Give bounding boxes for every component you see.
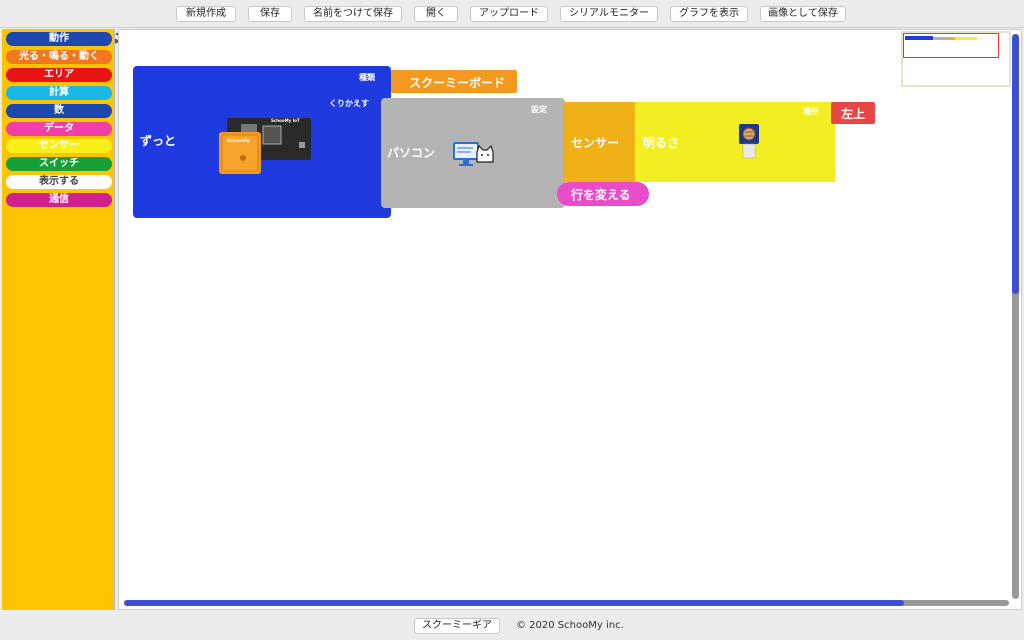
vertical-scrollbar-track[interactable] <box>1012 34 1019 599</box>
collapse-sidebar-icon[interactable]: ◀ <box>115 30 120 38</box>
new-button[interactable]: 新規作成 <box>176 6 236 22</box>
footer: スクーミーギア © 2020 SchooMy inc. <box>0 612 1024 640</box>
serial-monitor-button[interactable]: シリアルモニター <box>560 6 658 22</box>
minimap-pc-mark <box>933 37 947 40</box>
category-sensor[interactable]: センサー <box>6 139 112 153</box>
kind-label: 種類 <box>359 73 375 82</box>
open-button[interactable]: 開く <box>414 6 458 22</box>
category-display[interactable]: 表示する <box>6 175 112 189</box>
newline-block[interactable]: 行を変える <box>557 182 649 206</box>
sensor-label: センサー <box>571 136 620 150</box>
category-communication[interactable]: 通信 <box>6 193 112 207</box>
minimap-brightness-mark <box>955 37 977 40</box>
forever-label: ずっと <box>140 134 177 148</box>
forever-block[interactable]: ずっと 種類 くりかえす SchooMy IoT SchooMy <box>133 66 391 218</box>
schoomy-gear-button[interactable]: スクーミーギア <box>414 618 500 634</box>
repeat-label: くりかえす <box>329 99 369 108</box>
setting-label: 設定 <box>531 105 547 114</box>
pc-cat-icon <box>453 142 494 166</box>
workspace-minimap[interactable] <box>901 31 1011 87</box>
save-as-button[interactable]: 名前をつけて保存 <box>304 6 402 22</box>
board-iot-label: SchooMy IoT <box>271 118 300 123</box>
minimap-sensor-mark <box>947 37 955 40</box>
category-number[interactable]: 数 <box>6 104 112 118</box>
brightness-label: 明るさ <box>643 136 680 150</box>
board-chip-label: SchooMy <box>227 138 250 144</box>
vertical-scrollbar-thumb[interactable] <box>1012 34 1019 294</box>
newline-label: 行を変える <box>571 188 631 202</box>
schoomy-board-icon: SchooMy IoT SchooMy <box>219 118 311 174</box>
pc-display-block[interactable]: パソコン 設定 <box>381 98 565 208</box>
save-image-button[interactable]: 画像として保存 <box>760 6 846 22</box>
position-label: 左上 <box>841 107 866 121</box>
block-workspace[interactable]: ずっと 種類 くりかえす SchooMy IoT SchooMy スクーミーボー… <box>118 29 1022 610</box>
board-type-label: スクーミーボード <box>409 76 506 90</box>
horizontal-scrollbar-thumb[interactable] <box>124 600 904 606</box>
save-button[interactable]: 保存 <box>248 6 292 22</box>
board-type-block[interactable]: スクーミーボード <box>391 70 517 93</box>
expand-sidebar-icon[interactable]: ▶ <box>115 37 120 45</box>
brightness-sensor-block[interactable]: 明るさ 場所 <box>635 102 835 182</box>
category-sidebar: 動作 光る・鳴る・動く エリア 計算 数 データ センサー スイッチ 表示する … <box>2 29 115 610</box>
toolbar: 新規作成 保存 名前をつけて保存 開く アップロード シリアルモニター グラフを… <box>0 0 1024 28</box>
minimap-viewport[interactable] <box>903 33 999 58</box>
category-calculation[interactable]: 計算 <box>6 86 112 100</box>
category-area[interactable]: エリア <box>6 68 112 82</box>
category-motion[interactable]: 動作 <box>6 32 112 46</box>
place-label: 場所 <box>803 107 819 116</box>
category-switch[interactable]: スイッチ <box>6 157 112 171</box>
category-data[interactable]: データ <box>6 122 112 136</box>
upload-button[interactable]: アップロード <box>470 6 548 22</box>
show-graph-button[interactable]: グラフを表示 <box>670 6 748 22</box>
position-dropdown[interactable]: 左上 <box>831 102 875 124</box>
pc-label: パソコン <box>387 146 436 160</box>
copyright-text: © 2020 SchooMy inc. <box>516 620 624 631</box>
sensor-block[interactable]: センサー <box>563 102 637 182</box>
category-light-sound-move[interactable]: 光る・鳴る・動く <box>6 50 112 64</box>
minimap-forever-mark <box>905 36 933 40</box>
light-sensor-icon <box>739 124 759 159</box>
